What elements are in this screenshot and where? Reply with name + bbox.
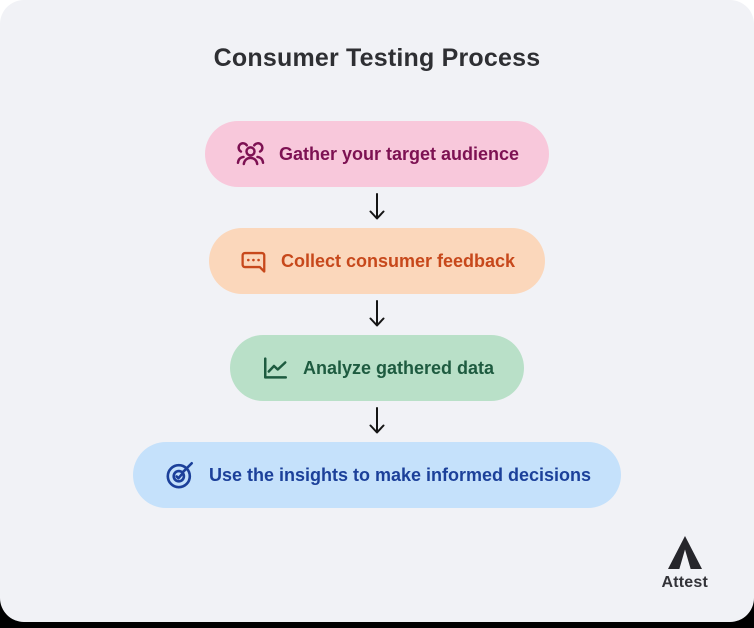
step-label: Use the insights to make informed decisi… (208, 464, 592, 485)
step-label: Gather your target audience (278, 143, 520, 164)
attest-logo-text: Attest (661, 574, 708, 591)
flow-connector (365, 401, 389, 442)
step-label: Collect consumer feedback (280, 250, 516, 271)
down-arrow-icon (369, 193, 385, 220)
step-gather-audience: Gather your target audience (204, 121, 550, 187)
chat-bubble-icon (241, 251, 266, 273)
step-use-insights: Use the insights to make informed decisi… (132, 442, 622, 508)
line-chart-icon (263, 357, 287, 379)
step-label: Analyze gathered data (302, 357, 495, 378)
attest-logo-mark-icon (667, 536, 702, 569)
target-check-icon (166, 461, 193, 488)
step-analyze-data: Analyze gathered data (229, 335, 525, 401)
flow-connector (365, 187, 389, 228)
down-arrow-icon (369, 407, 385, 434)
page-title: Consumer Testing Process (213, 44, 541, 72)
flow-connector (365, 294, 389, 335)
step-collect-feedback: Collect consumer feedback (208, 228, 546, 294)
process-flow: Gather your target audience Collect cons… (0, 121, 754, 508)
audience-icon (236, 141, 265, 165)
attest-logo: Attest (661, 536, 708, 592)
down-arrow-icon (369, 300, 385, 327)
